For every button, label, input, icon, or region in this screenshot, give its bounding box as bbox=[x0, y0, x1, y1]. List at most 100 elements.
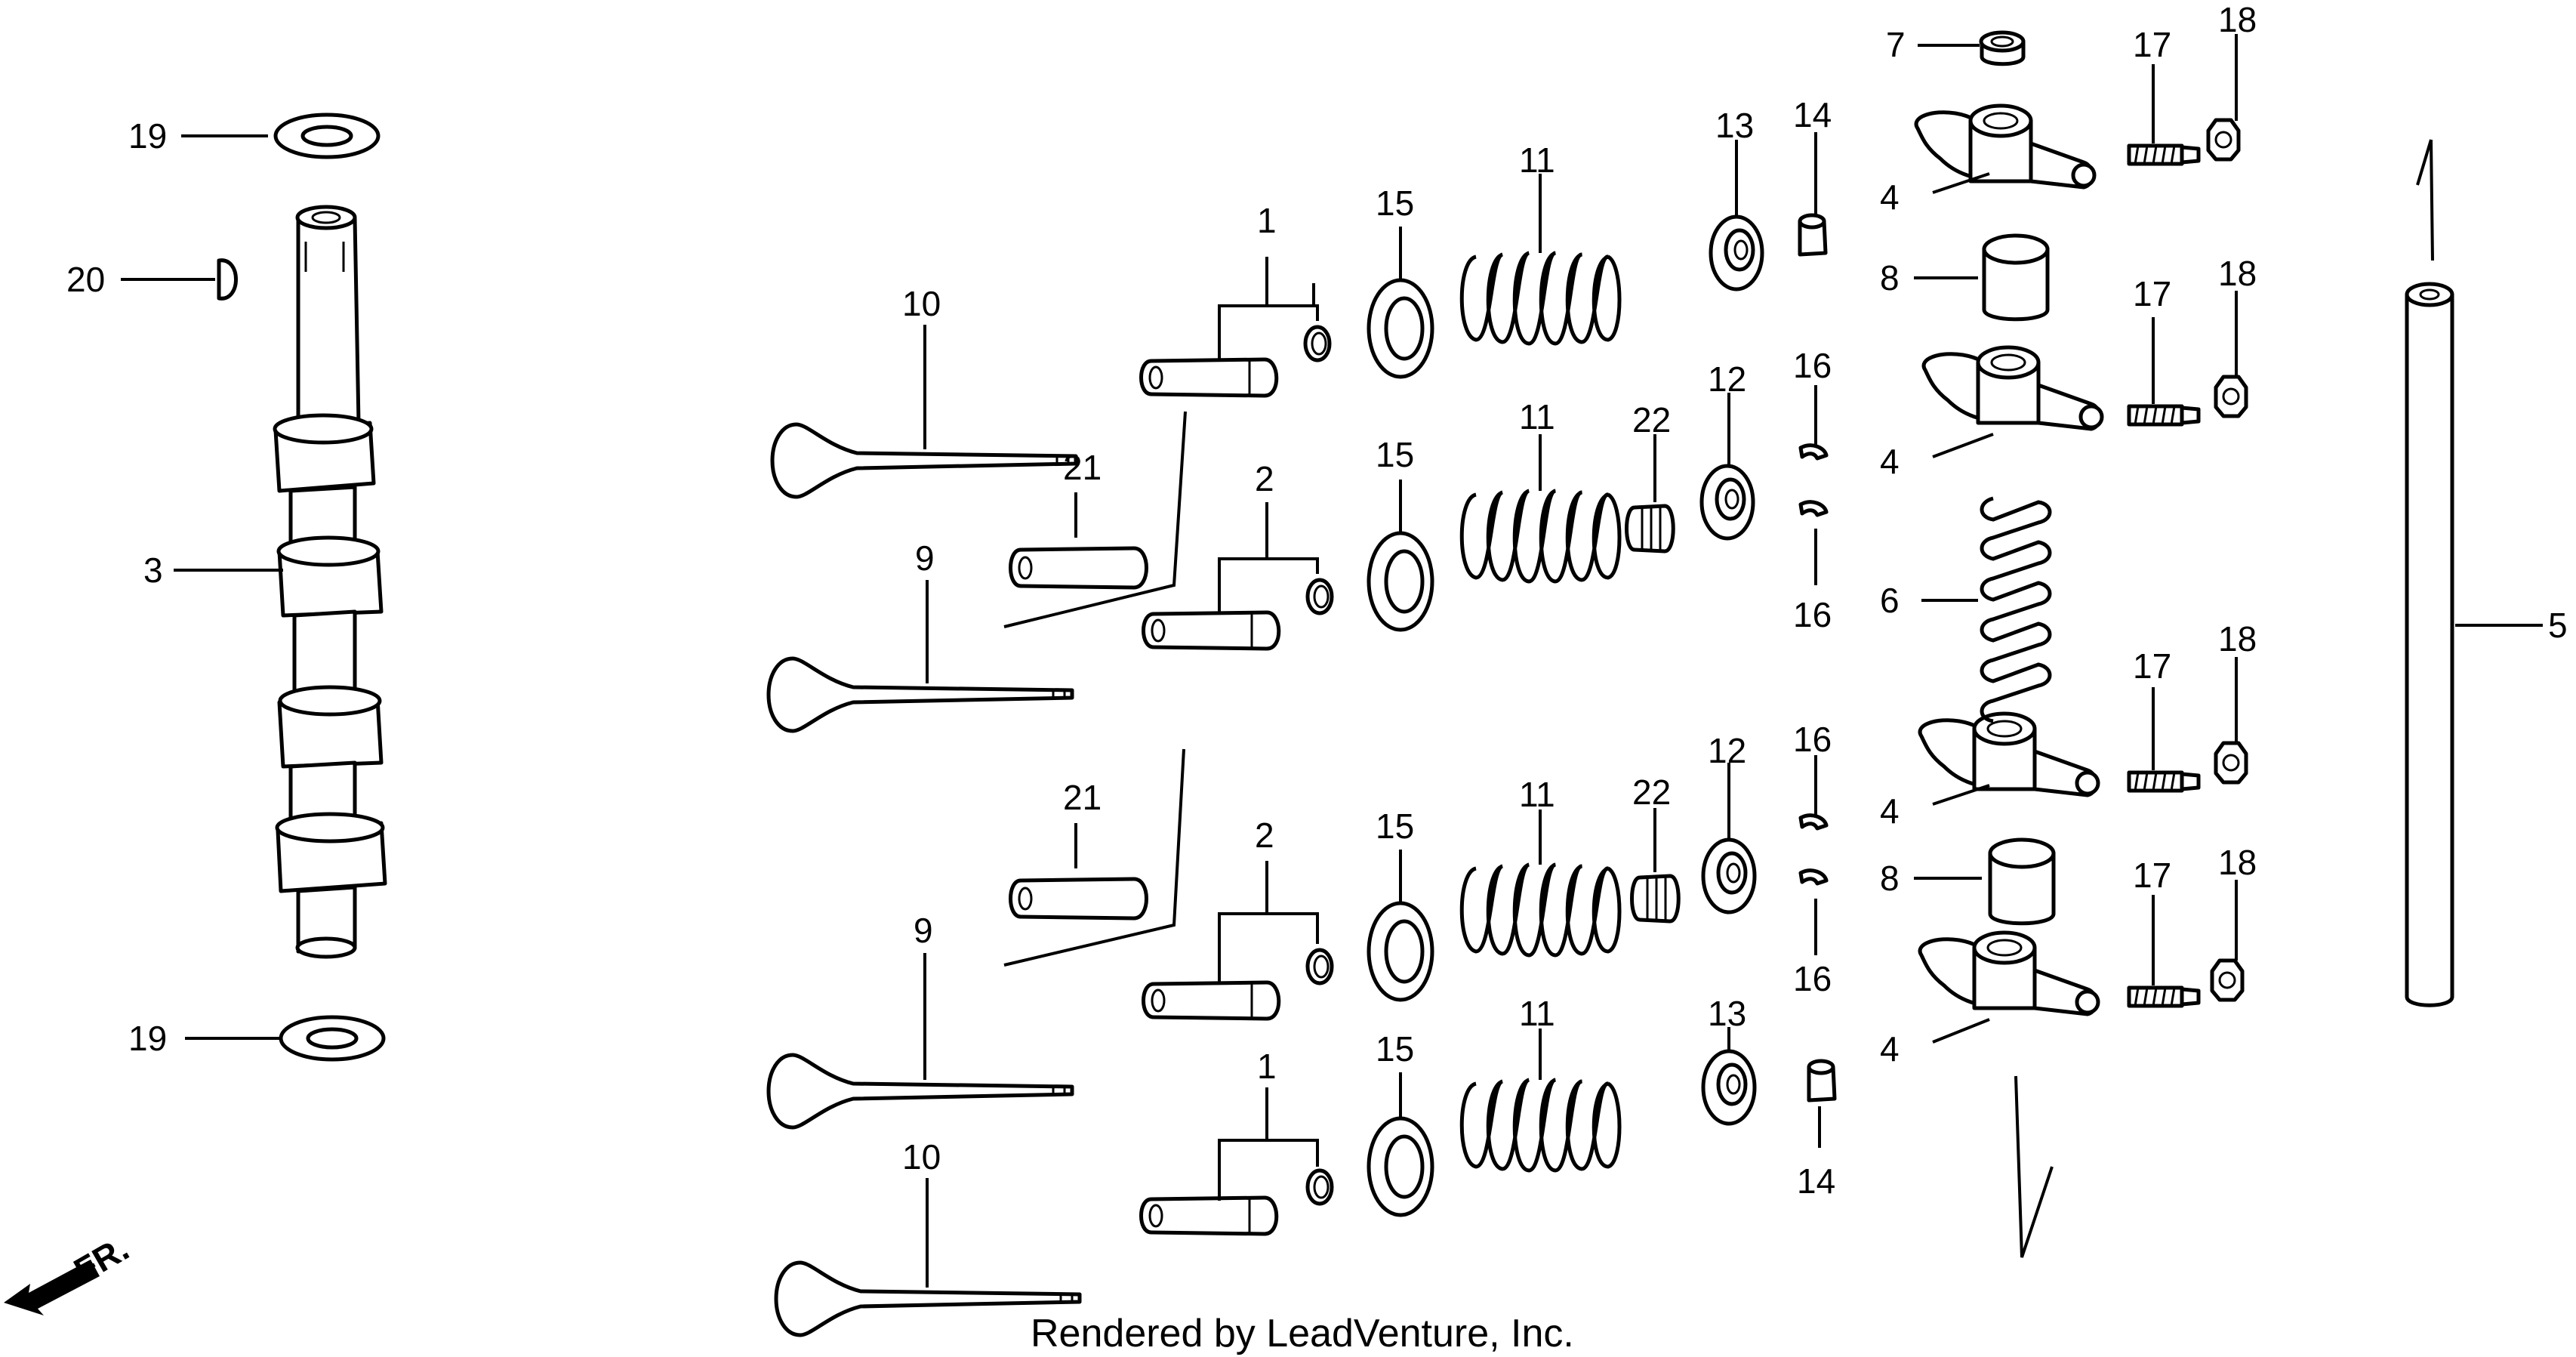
retainer-12-lower-part bbox=[1703, 840, 1755, 912]
callout-16-lower-b: 16 bbox=[1793, 959, 1832, 998]
callout-2-lower: 2 bbox=[1255, 816, 1274, 855]
callout-4-second: 4 bbox=[1880, 442, 1900, 481]
callout-17-third: 17 bbox=[2133, 646, 2171, 686]
rocker-spring-part bbox=[1980, 496, 2052, 723]
spring-seat-lower-part bbox=[1369, 903, 1432, 1000]
callout-3: 3 bbox=[143, 551, 163, 590]
valve-spring-bottom-part bbox=[1462, 1080, 1619, 1170]
callout-16-lower-a: 16 bbox=[1793, 720, 1832, 759]
callout-9-lower: 9 bbox=[914, 911, 933, 950]
collar-upper-part bbox=[1984, 236, 2048, 319]
callout-22-lower: 22 bbox=[1632, 773, 1671, 812]
spring-seat-top-part bbox=[1369, 280, 1432, 377]
spring-seat-upper-part bbox=[1369, 533, 1432, 630]
guide-oversize-upper-part bbox=[1011, 548, 1147, 588]
shaft-axis-line-top bbox=[2430, 139, 2434, 261]
callout-12-upper: 12 bbox=[1708, 359, 1746, 399]
o-ring-2-upper-part bbox=[1308, 580, 1332, 613]
rocker-arm-1-part bbox=[1916, 106, 2094, 187]
callout-18-fourth: 18 bbox=[2218, 843, 2257, 882]
adjusting-screw-1-part bbox=[2129, 146, 2199, 164]
valve-guide-1-bottom-part bbox=[1142, 1198, 1277, 1234]
o-ring-1-bottom-part bbox=[1308, 1170, 1332, 1204]
valve-cap-bottom-part bbox=[1809, 1061, 1835, 1100]
callout-18-first: 18 bbox=[2218, 0, 2257, 39]
valve-cap-top-part bbox=[1800, 215, 1826, 254]
callout-15-upper: 15 bbox=[1376, 435, 1414, 474]
lock-nut-3-part bbox=[2216, 743, 2246, 782]
stem-seals: 22 22 bbox=[1627, 400, 1679, 921]
callout-12-lower: 12 bbox=[1708, 731, 1746, 770]
stem-seal-upper-part bbox=[1627, 506, 1674, 551]
adjusting-screw-2-part bbox=[2129, 406, 2199, 424]
washer-top-part bbox=[273, 113, 381, 159]
lock-nut-2-part bbox=[2216, 377, 2246, 416]
shaft-axis-arrow-top bbox=[2416, 139, 2433, 186]
rocker-arm-section: 7 4 4 4 4 8 8 6 17 17 bbox=[1880, 0, 2568, 1258]
callout-5: 5 bbox=[2548, 606, 2568, 645]
callout-10-bottom: 10 bbox=[902, 1137, 941, 1177]
valves-column: 10 9 9 10 bbox=[769, 284, 1080, 1335]
callout-22-upper: 22 bbox=[1632, 400, 1671, 439]
keeper-lower-b-part bbox=[1801, 871, 1826, 884]
shaft-axis-line-bottom bbox=[2014, 1075, 2054, 1258]
adjusting-screw-3-part bbox=[2129, 773, 2199, 791]
washer-bottom-part bbox=[279, 1015, 386, 1062]
callout-14-bottom: 14 bbox=[1797, 1161, 1835, 1201]
valve-spring-lower-part bbox=[1462, 865, 1619, 955]
valve-guides: 21 21 1 2 2 1 bbox=[1003, 201, 1332, 1234]
render-credit: Rendered by LeadVenture, Inc. bbox=[1031, 1312, 1574, 1355]
collar-lower-part bbox=[1990, 840, 2054, 924]
intake-valve-upper-part bbox=[769, 658, 1072, 731]
woodruff-key-part bbox=[217, 258, 238, 301]
stem-seal-lower-part bbox=[1632, 876, 1679, 921]
rocker-arm-3-part bbox=[1920, 714, 2098, 795]
valve-guide-2-lower-part bbox=[1144, 982, 1279, 1019]
callout-7: 7 bbox=[1886, 25, 1906, 64]
retainer-13-bottom-part bbox=[1703, 1051, 1755, 1124]
camshaft-assembly: 19 20 3 bbox=[66, 113, 387, 1062]
callout-19-bottom: 19 bbox=[128, 1019, 167, 1058]
callout-15-top: 15 bbox=[1376, 184, 1414, 223]
callout-17-fourth: 17 bbox=[2133, 856, 2171, 895]
valve-guide-2-upper-part bbox=[1144, 612, 1279, 649]
callout-4-first: 4 bbox=[1880, 177, 1900, 217]
valve-spring-upper-part bbox=[1462, 491, 1619, 581]
callout-18-second: 18 bbox=[2218, 254, 2257, 293]
keeper-upper-a-part bbox=[1801, 446, 1826, 458]
camshaft-part bbox=[273, 205, 387, 959]
callout-19-top: 19 bbox=[128, 116, 167, 156]
valve-springs: 11 11 11 11 bbox=[1462, 140, 1619, 1170]
callout-11-top: 11 bbox=[1519, 140, 1555, 180]
callout-14-top: 14 bbox=[1793, 95, 1832, 134]
callout-13-bottom: 13 bbox=[1708, 994, 1746, 1033]
callout-16-upper-b: 16 bbox=[1793, 595, 1832, 634]
callout-18-third: 18 bbox=[2218, 619, 2257, 658]
retainer-13-top-part bbox=[1711, 217, 1762, 289]
retainer-12-upper-part bbox=[1702, 466, 1753, 538]
callout-21-upper: 21 bbox=[1063, 448, 1102, 487]
intake-valve-lower-part bbox=[769, 1055, 1072, 1127]
spring-retainers: 13 12 12 13 bbox=[1702, 106, 1762, 1124]
guide-oversize-lower-part bbox=[1011, 879, 1147, 918]
callout-1-bottom: 1 bbox=[1257, 1047, 1277, 1086]
adjusting-screw-4-part bbox=[2129, 988, 2199, 1006]
callout-17-second: 17 bbox=[2133, 274, 2171, 313]
rocker-shaft-part bbox=[2405, 282, 2454, 1007]
callout-21-lower: 21 bbox=[1063, 778, 1102, 817]
callout-16-upper-a: 16 bbox=[1793, 346, 1832, 385]
callout-8-lower: 8 bbox=[1880, 859, 1900, 898]
callout-9-upper: 9 bbox=[915, 538, 935, 578]
callout-11-upper: 11 bbox=[1519, 397, 1555, 436]
callout-2-upper: 2 bbox=[1255, 459, 1274, 498]
o-ring-2-lower-part bbox=[1308, 950, 1332, 983]
shaft-seal-part bbox=[1979, 30, 2026, 66]
callout-13-top: 13 bbox=[1715, 106, 1754, 145]
spring-seat-bottom-part bbox=[1369, 1118, 1432, 1215]
callout-15-bottom: 15 bbox=[1376, 1029, 1414, 1069]
caps-and-keepers: 14 16 16 16 16 14 bbox=[1793, 95, 1835, 1201]
callout-8-upper: 8 bbox=[1880, 258, 1900, 298]
callout-15-lower: 15 bbox=[1376, 806, 1414, 846]
callout-6: 6 bbox=[1880, 581, 1900, 620]
